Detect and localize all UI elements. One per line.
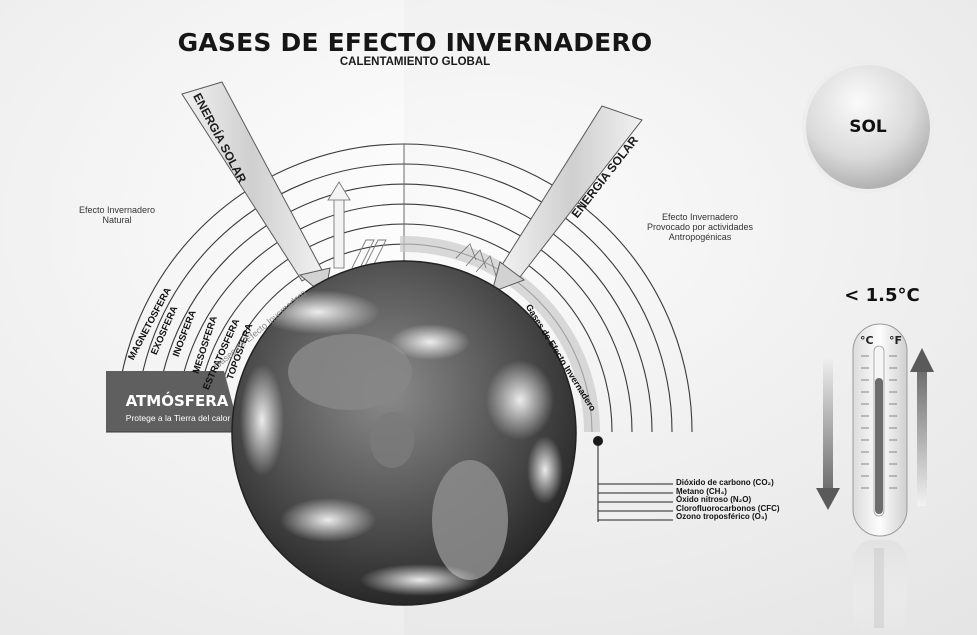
temperature-target: < 1.5°C xyxy=(844,285,920,306)
page-title: GASES DE EFECTO INVERNADERO xyxy=(177,28,653,57)
gas-item: Óxido nitroso (N₂O) xyxy=(676,495,752,505)
gas-connector xyxy=(597,443,673,522)
solar-beam-right xyxy=(491,105,643,293)
anthropogenic-effect-note: Efecto Invernadero Provocado por activid… xyxy=(630,212,770,242)
gas-item: Metano (CH₄) xyxy=(676,486,727,496)
natural-effect-note: Efecto Invernadero Natural xyxy=(62,205,172,225)
earth xyxy=(231,260,577,606)
atmosphere-title: ATMÓSFERA xyxy=(125,392,229,410)
gas-marker-dot xyxy=(593,436,603,446)
unit-fahrenheit: °F xyxy=(889,334,903,347)
gas-item: Dióxido de carbono (CO₂) xyxy=(676,478,774,487)
trapped-heat-rays xyxy=(351,239,497,277)
natural-note-line: Efecto Invernadero xyxy=(78,205,156,215)
arrow-down-icon xyxy=(816,355,840,510)
atmosphere-subtitle: Protege a la Tierra del calor xyxy=(125,413,231,423)
gas-item: Ozono troposférico (O₃) xyxy=(676,512,768,522)
gas-item: Clorofluorocarbonos (CFC) xyxy=(676,503,780,513)
anthro-note-line: Efecto Invernadero xyxy=(661,212,739,222)
sun-label: SOL xyxy=(849,117,887,137)
natural-note-line: Natural xyxy=(102,215,132,225)
atmosphere-band xyxy=(106,371,240,432)
gas-list: Dióxido de carbono (CO₂) Metano (CH₄) Óx… xyxy=(676,478,780,522)
page-subtitle: CALENTAMIENTO GLOBAL xyxy=(339,56,491,68)
thermometer xyxy=(852,323,908,537)
anthro-note-line: Provocado por actividades xyxy=(646,222,754,232)
thermometer-reflection xyxy=(853,540,907,635)
sun xyxy=(802,61,934,193)
arrow-up-icon xyxy=(910,348,934,506)
unit-celsius: °C xyxy=(860,334,874,347)
reflected-heat-arrow xyxy=(327,181,351,269)
anthro-note-line: Antropogénicas xyxy=(668,232,732,242)
